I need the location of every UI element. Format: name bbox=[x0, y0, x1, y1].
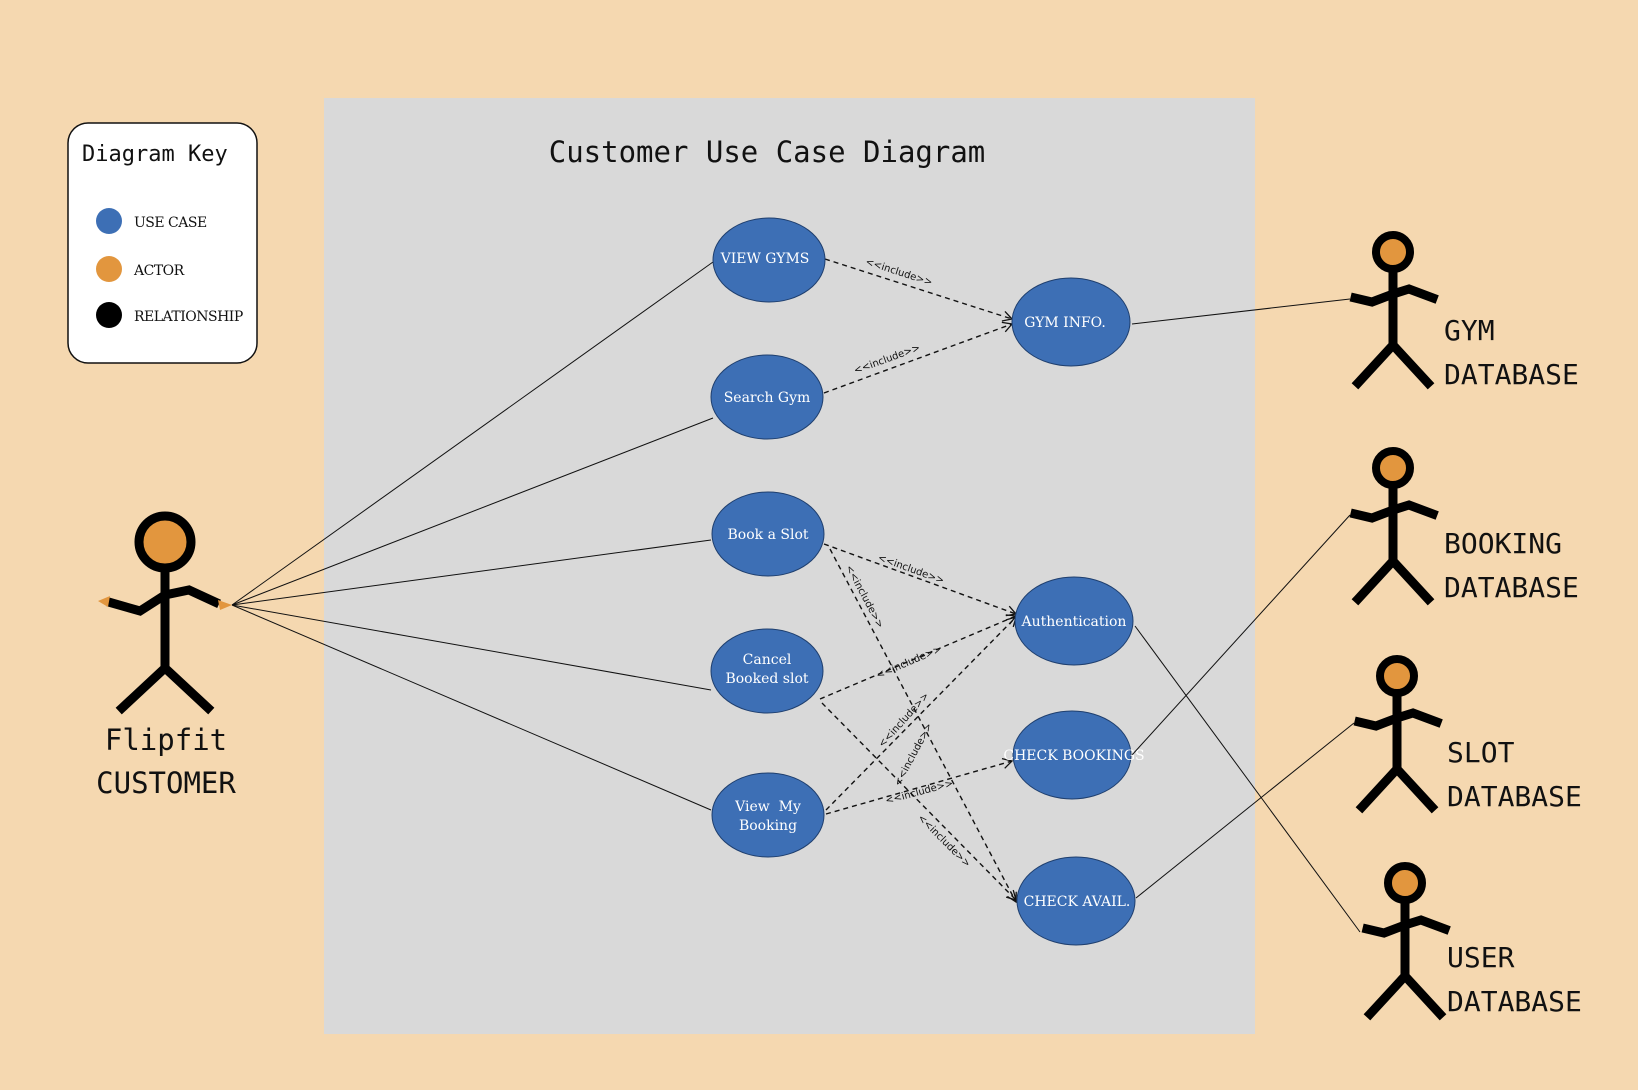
assoc-customer-search-gym bbox=[231, 417, 714, 606]
booking-db-head bbox=[1372, 447, 1414, 489]
key-use-case-swatch bbox=[96, 208, 122, 234]
customer-head bbox=[134, 511, 196, 573]
assoc-customer-book-slot bbox=[231, 539, 712, 606]
actor-user-database[interactable]: USER DATABASE bbox=[1361, 862, 1582, 1021]
include-view-gyms-gym-info bbox=[824, 258, 1014, 322]
customer-hand-right bbox=[218, 600, 232, 610]
include-view-booking-auth bbox=[825, 616, 1017, 811]
diagram-key: Diagram Key USE CASE ACTOR RELATIONSHIP bbox=[67, 122, 258, 364]
booking-db-label-line2: DATABASE bbox=[1444, 571, 1579, 604]
actor-customer[interactable]: Flipfit CUSTOMER bbox=[96, 511, 236, 800]
assoc-auth-user-db bbox=[1134, 625, 1361, 933]
key-box bbox=[67, 122, 258, 364]
use-case-cancel-booked-slot[interactable]: Cancel Booked slot bbox=[710, 628, 824, 714]
include-book-slot-auth bbox=[823, 543, 1018, 617]
customer-stick-figure bbox=[106, 563, 221, 715]
assoc-check-avail-slot-db bbox=[1135, 722, 1355, 899]
slot-db-head bbox=[1376, 655, 1418, 697]
use-case-label: CHECK BOOKINGS bbox=[1003, 748, 1144, 764]
use-case-label: VIEW GYMS bbox=[720, 251, 810, 267]
customer-label-line1: Flipfit bbox=[105, 723, 227, 757]
use-case-label-line1: Cancel bbox=[743, 652, 792, 668]
use-case-label: Book a Slot bbox=[728, 527, 809, 543]
assoc-customer-cancel bbox=[231, 604, 712, 691]
use-case-label: GYM INFO. bbox=[1024, 315, 1106, 331]
include-cancel-check-avail bbox=[821, 702, 1017, 901]
use-case-gym-info[interactable]: GYM INFO. bbox=[1011, 277, 1131, 367]
customer-label-line2: CUSTOMER bbox=[96, 766, 236, 800]
use-case-check-avail[interactable]: CHECK AVAIL. bbox=[1016, 856, 1136, 946]
assoc-gym-info-gym-db bbox=[1131, 298, 1351, 325]
use-case-label-line2: Booking bbox=[739, 818, 797, 834]
booking-db-label-line1: BOOKING bbox=[1444, 527, 1562, 560]
key-actor-swatch bbox=[96, 256, 122, 282]
include-relationships bbox=[819, 258, 1018, 904]
key-actor-label: ACTOR bbox=[133, 263, 185, 279]
actor-booking-database[interactable]: BOOKING DATABASE bbox=[1349, 447, 1579, 606]
gym-db-label-line1: GYM bbox=[1444, 314, 1495, 347]
assoc-customer-view-booking bbox=[231, 604, 712, 811]
associations bbox=[231, 261, 1361, 933]
user-db-label-line1: USER bbox=[1447, 941, 1515, 974]
key-use-case-label: USE CASE bbox=[134, 215, 207, 231]
user-db-label-line2: DATABASE bbox=[1447, 985, 1582, 1018]
diagram-title: Customer Use Case Diagram bbox=[549, 135, 986, 169]
slot-db-label-line2: DATABASE bbox=[1447, 780, 1582, 813]
actor-gym-database[interactable]: GYM DATABASE bbox=[1349, 231, 1579, 391]
use-case-label: Authentication bbox=[1021, 614, 1127, 630]
key-relationship-swatch bbox=[96, 302, 122, 328]
use-case-label-line2: Booked slot bbox=[725, 671, 808, 687]
actor-slot-database[interactable]: SLOT DATABASE bbox=[1353, 655, 1582, 814]
use-case-book-slot[interactable]: Book a Slot bbox=[711, 491, 825, 577]
use-case-view-my-booking[interactable]: View My Booking bbox=[711, 772, 825, 858]
gym-db-label-line2: DATABASE bbox=[1444, 358, 1579, 391]
use-case-check-bookings[interactable]: CHECK BOOKINGS bbox=[1003, 710, 1145, 800]
key-title: Diagram Key bbox=[82, 142, 228, 167]
include-book-slot-check-avail bbox=[829, 548, 1017, 904]
use-case-search-gym[interactable]: Search Gym bbox=[710, 354, 824, 440]
use-cases: VIEW GYMS Search Gym Book a Slot Cancel … bbox=[710, 217, 1145, 946]
customer-hand-left bbox=[98, 596, 110, 607]
key-relationship-label: RELATIONSHIP bbox=[134, 309, 243, 325]
assoc-customer-view-gyms bbox=[231, 261, 714, 606]
use-case-label-line1: View My bbox=[734, 799, 801, 815]
user-db-head bbox=[1384, 862, 1426, 904]
assoc-check-bookings-booking-db bbox=[1131, 514, 1351, 756]
include-search-gym-gym-info bbox=[823, 321, 1014, 394]
use-case-view-gyms[interactable]: VIEW GYMS bbox=[712, 217, 826, 303]
use-case-label: CHECK AVAIL. bbox=[1024, 894, 1131, 910]
gym-db-head bbox=[1372, 231, 1414, 273]
slot-db-label-line1: SLOT bbox=[1447, 736, 1515, 769]
use-case-authentication[interactable]: Authentication bbox=[1014, 576, 1134, 666]
use-case-label: Search Gym bbox=[724, 390, 811, 406]
